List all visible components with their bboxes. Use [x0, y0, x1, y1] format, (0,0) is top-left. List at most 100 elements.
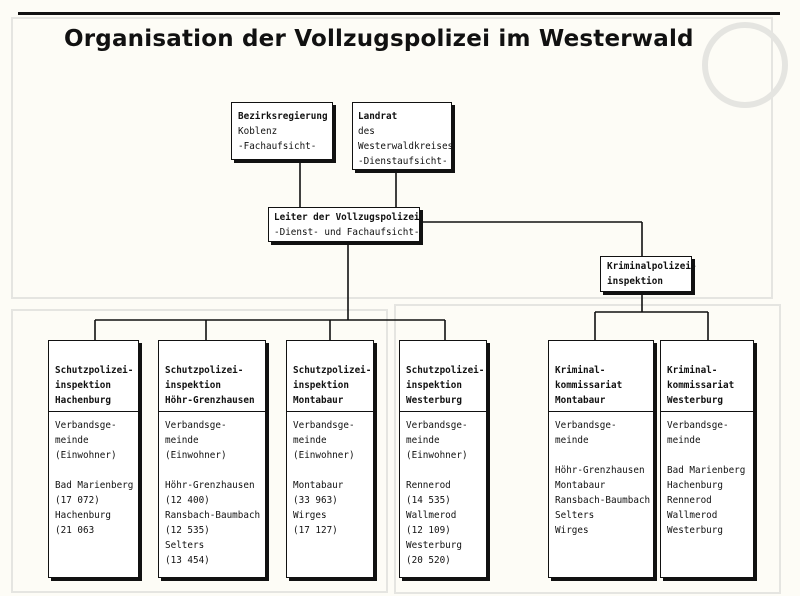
- unit-place: Wirges: [555, 525, 589, 536]
- unit-place: Höhr-Grenzhausen: [165, 480, 255, 491]
- divider: [549, 411, 653, 412]
- unit-box-hachenburg: Schutzpolizei- inspektion Hachenburg Ver…: [48, 340, 139, 578]
- unit-name: kommissariat: [555, 380, 623, 391]
- unit-label: Verbandsge-: [293, 420, 355, 431]
- spacer: [165, 463, 259, 478]
- unit-name: Kriminal-: [667, 365, 718, 376]
- unit-place: (20 520): [406, 555, 451, 566]
- unit-name: inspektion: [55, 380, 111, 391]
- unit-label: Verbandsge-: [555, 420, 617, 431]
- unit-label: Verbandsge-: [406, 420, 468, 431]
- unit-name: Westerburg: [667, 395, 723, 406]
- landrat-line-3: Westerwaldkreises: [358, 141, 454, 152]
- unit-name: Montabaur: [293, 395, 344, 406]
- unit-name: kommissariat: [667, 380, 735, 391]
- unit-place: (33 963): [293, 495, 338, 506]
- unit-name: Höhr-Grenzhausen: [165, 395, 255, 406]
- spacer: [293, 463, 367, 478]
- unit-place: Wallmerod: [406, 510, 457, 521]
- unit-place: (13 454): [165, 555, 210, 566]
- unit-place: (14 535): [406, 495, 451, 506]
- unit-label: (Einwohner): [165, 450, 227, 461]
- landrat-title: Landrat: [358, 111, 398, 122]
- spacer: [555, 448, 647, 463]
- kripo-inspektion-box: Kriminalpolizei- inspektion: [600, 256, 697, 292]
- divider: [49, 411, 138, 412]
- leiter-box: Leiter der Vollzugspolizei -Dienst- und …: [268, 207, 420, 242]
- spacer: [667, 448, 747, 463]
- unit-place: Montabaur: [293, 480, 344, 491]
- leiter-role: -Dienst- und Fachaufsicht-: [274, 227, 420, 238]
- divider: [159, 411, 265, 412]
- top-rule: [18, 12, 780, 15]
- unit-place: Ransbach-Baumbach: [165, 510, 261, 521]
- unit-label: Verbandsge-: [165, 420, 227, 431]
- unit-place: Wirges: [293, 510, 327, 521]
- bezirksregierung-title: Bezirksregierung: [238, 111, 328, 122]
- unit-name: inspektion: [293, 380, 349, 391]
- divider: [661, 411, 753, 412]
- unit-place: (17 072): [55, 495, 100, 506]
- unit-place: (12 109): [406, 525, 451, 536]
- unit-place: Rennerod: [406, 480, 451, 491]
- spacer: [406, 463, 480, 478]
- unit-place: Selters: [165, 540, 205, 551]
- unit-label: (Einwohner): [293, 450, 355, 461]
- unit-place: (12 535): [165, 525, 210, 536]
- unit-place: (17 127): [293, 525, 338, 536]
- divider: [287, 411, 373, 412]
- unit-name: Schutzpolizei-: [406, 365, 485, 376]
- unit-place: Ransbach-Baumbach: [555, 495, 651, 506]
- bezirksregierung-box: Bezirksregierung Koblenz -Fachaufsicht-: [231, 102, 333, 160]
- unit-label: (Einwohner): [55, 450, 117, 461]
- unit-place: Hachenburg: [55, 510, 111, 521]
- unit-place: Selters: [555, 510, 595, 521]
- unit-label: meinde: [165, 435, 199, 446]
- unit-label: (Einwohner): [406, 450, 468, 461]
- unit-name: Schutzpolizei-: [55, 365, 134, 376]
- unit-label: meinde: [55, 435, 89, 446]
- unit-name: Westerburg: [406, 395, 462, 406]
- unit-label: Verbandsge-: [55, 420, 117, 431]
- unit-box-westerburg: Schutzpolizei- inspektion Westerburg Ver…: [399, 340, 487, 578]
- unit-box-hoehr-grenzhausen: Schutzpolizei- inspektion Höhr-Grenzhaus…: [158, 340, 266, 578]
- unit-label: meinde: [293, 435, 327, 446]
- unit-box-kk-westerburg: Kriminal- kommissariat Westerburg Verban…: [660, 340, 754, 578]
- spacer: [55, 463, 132, 478]
- unit-place: Montabaur: [555, 480, 606, 491]
- landrat-role: -Dienstaufsicht-: [358, 156, 448, 167]
- unit-name: Schutzpolizei-: [293, 365, 372, 376]
- unit-name: Kriminal-: [555, 365, 606, 376]
- unit-label: meinde: [667, 435, 701, 446]
- landrat-box: Landrat des Westerwaldkreises -Dienstauf…: [352, 102, 454, 170]
- unit-name: Montabaur: [555, 395, 606, 406]
- unit-place: Höhr-Grenzhausen: [555, 465, 645, 476]
- page-title: Organisation der Vollzugspolizei im West…: [64, 26, 694, 52]
- kripo-inspektion-line-2: inspektion: [607, 276, 663, 287]
- unit-label: meinde: [555, 435, 589, 446]
- unit-place: Bad Marienberg: [667, 465, 746, 476]
- unit-place: (12 400): [165, 495, 210, 506]
- unit-place: (21 063: [55, 525, 95, 536]
- unit-name: Hachenburg: [55, 395, 111, 406]
- landrat-line-2: des: [358, 126, 375, 137]
- bezirksregierung-role: -Fachaufsicht-: [238, 141, 317, 152]
- unit-place: Westerburg: [667, 525, 723, 536]
- unit-label: meinde: [406, 435, 440, 446]
- kripo-inspektion-line-1: Kriminalpolizei-: [607, 261, 697, 272]
- unit-box-kk-montabaur: Kriminal- kommissariat Montabaur Verband…: [548, 340, 654, 578]
- unit-place: Wallmerod: [667, 510, 718, 521]
- unit-name: inspektion: [165, 380, 221, 391]
- divider: [400, 411, 486, 412]
- unit-place: Westerburg: [406, 540, 462, 551]
- unit-place: Bad Marienberg: [55, 480, 134, 491]
- unit-name: Schutzpolizei-: [165, 365, 244, 376]
- unit-name: inspektion: [406, 380, 462, 391]
- unit-place: Hachenburg: [667, 480, 723, 491]
- unit-label: Verbandsge-: [667, 420, 729, 431]
- leiter-title: Leiter der Vollzugspolizei: [274, 212, 420, 223]
- unit-box-montabaur: Schutzpolizei- inspektion Montabaur Verb…: [286, 340, 374, 578]
- bezirksregierung-city: Koblenz: [238, 126, 278, 137]
- unit-place: Rennerod: [667, 495, 712, 506]
